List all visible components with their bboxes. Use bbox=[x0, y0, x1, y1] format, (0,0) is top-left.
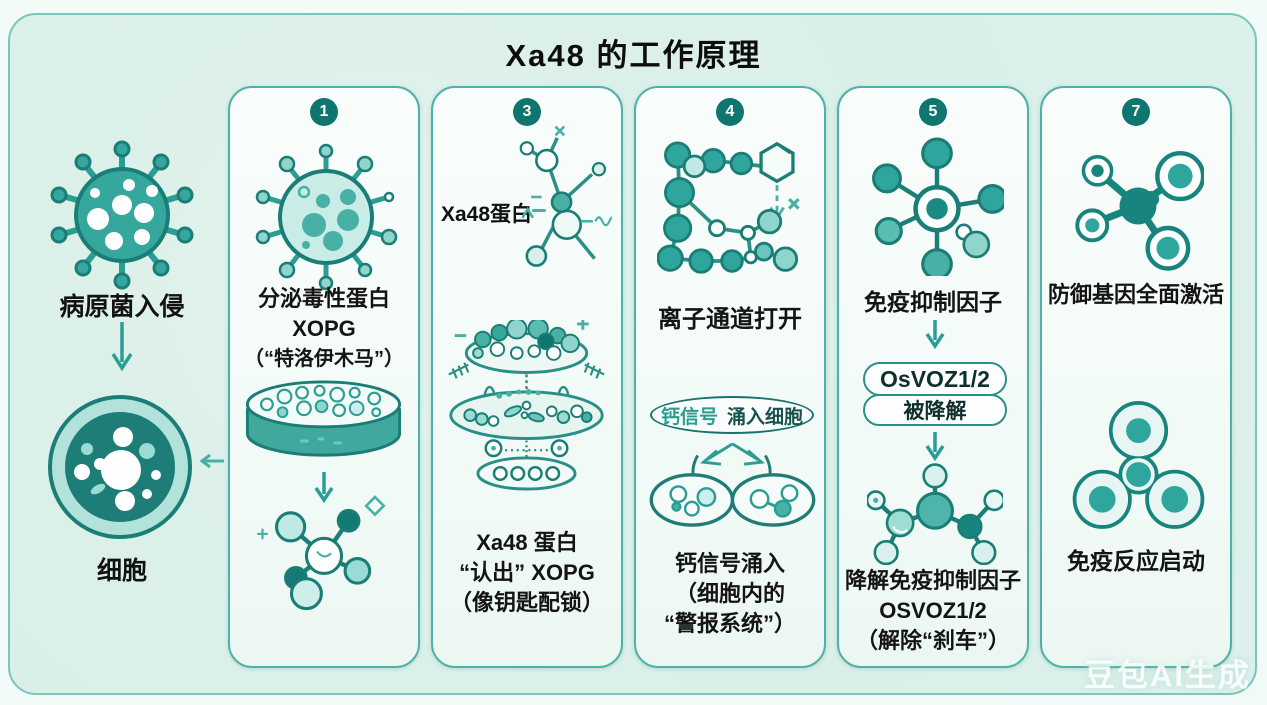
panel1-caption: 分泌毒性蛋白 XOPG （“特洛伊木马”） bbox=[244, 286, 404, 370]
watermark: 豆包AI生成 bbox=[1084, 658, 1251, 693]
panel3-caption: Xa48 蛋白 “认出” XOPG （像钥匙配锁） bbox=[449, 530, 604, 615]
down-arrow-icon bbox=[314, 472, 334, 504]
label-dash bbox=[532, 209, 546, 212]
secreting-virus-icon bbox=[255, 143, 398, 291]
membrane-recognition-icon bbox=[448, 320, 605, 491]
defense-genes-icon bbox=[1075, 151, 1204, 271]
xa48-protein-icon bbox=[519, 125, 612, 267]
step-panel-degrade-suppressor: 5 免疫抑制因子 OsVOZ1/2 被降解 bbox=[837, 86, 1029, 668]
panel4-top-caption: 离子通道打开 bbox=[658, 306, 802, 333]
petri-dish-icon bbox=[245, 380, 402, 457]
toxin-molecule-icon bbox=[257, 495, 386, 611]
step-badge: 3 bbox=[513, 98, 541, 126]
xa48-protein-label: Xa48蛋白 bbox=[441, 203, 533, 226]
panel5-caption: 降解免疫抑制因子 OSVOZ1/2 （解除“刹车”） bbox=[844, 568, 1021, 653]
step-badge: 5 bbox=[919, 98, 947, 126]
immune-response-icon bbox=[1072, 401, 1205, 529]
ion-channel-network-icon bbox=[657, 141, 800, 274]
step-badge: 1 bbox=[310, 98, 338, 126]
pill-text: 涌入细胞 bbox=[727, 406, 804, 428]
calcium-cells-icon bbox=[649, 442, 816, 527]
step-panel-defense-activation: 7 防御基因全面激活 bbox=[1040, 86, 1232, 668]
down-arrow-icon bbox=[925, 432, 945, 462]
degraded-pill: 被降解 bbox=[863, 394, 1007, 426]
step-badge: 4 bbox=[716, 98, 744, 126]
panel7-bottom-caption: 免疫反应启动 bbox=[1067, 548, 1205, 574]
cell-link-arrow-icon bbox=[199, 453, 224, 469]
pill-text: 钙信号 bbox=[660, 406, 718, 428]
step-panel-secrete-xopg: 1 分泌毒性蛋白 XOPG bbox=[228, 86, 420, 668]
page-title: Xa48 的工作原理 bbox=[505, 38, 762, 73]
down-arrow-icon bbox=[111, 322, 133, 372]
pathogen-label: 病原菌入侵 bbox=[59, 293, 185, 321]
osvoz-pill: OsVOZ1/2 bbox=[863, 362, 1007, 396]
panel7-top-caption: 防御基因全面激活 bbox=[1047, 282, 1224, 307]
degraded-molecule-icon bbox=[867, 463, 1003, 565]
pathogen-virus-icon bbox=[50, 140, 194, 290]
immune-suppressor-icon bbox=[872, 137, 1004, 276]
calcium-signal-pill: 钙信号 涌入细胞 bbox=[650, 396, 814, 434]
down-arrow-icon bbox=[925, 320, 945, 350]
cell-icon bbox=[48, 395, 192, 539]
step-panel-recognition: 3 Xa48蛋白 bbox=[431, 86, 623, 668]
panel4-caption: 钙信号涌入 （细胞内的 “警报系统”） bbox=[663, 551, 796, 636]
step-badge: 7 bbox=[1122, 98, 1150, 126]
panel5-top-caption: 免疫抑制因子 bbox=[864, 289, 1002, 315]
cell-label: 细胞 bbox=[96, 557, 147, 585]
step-panel-ion-channel: 4 bbox=[634, 86, 826, 668]
